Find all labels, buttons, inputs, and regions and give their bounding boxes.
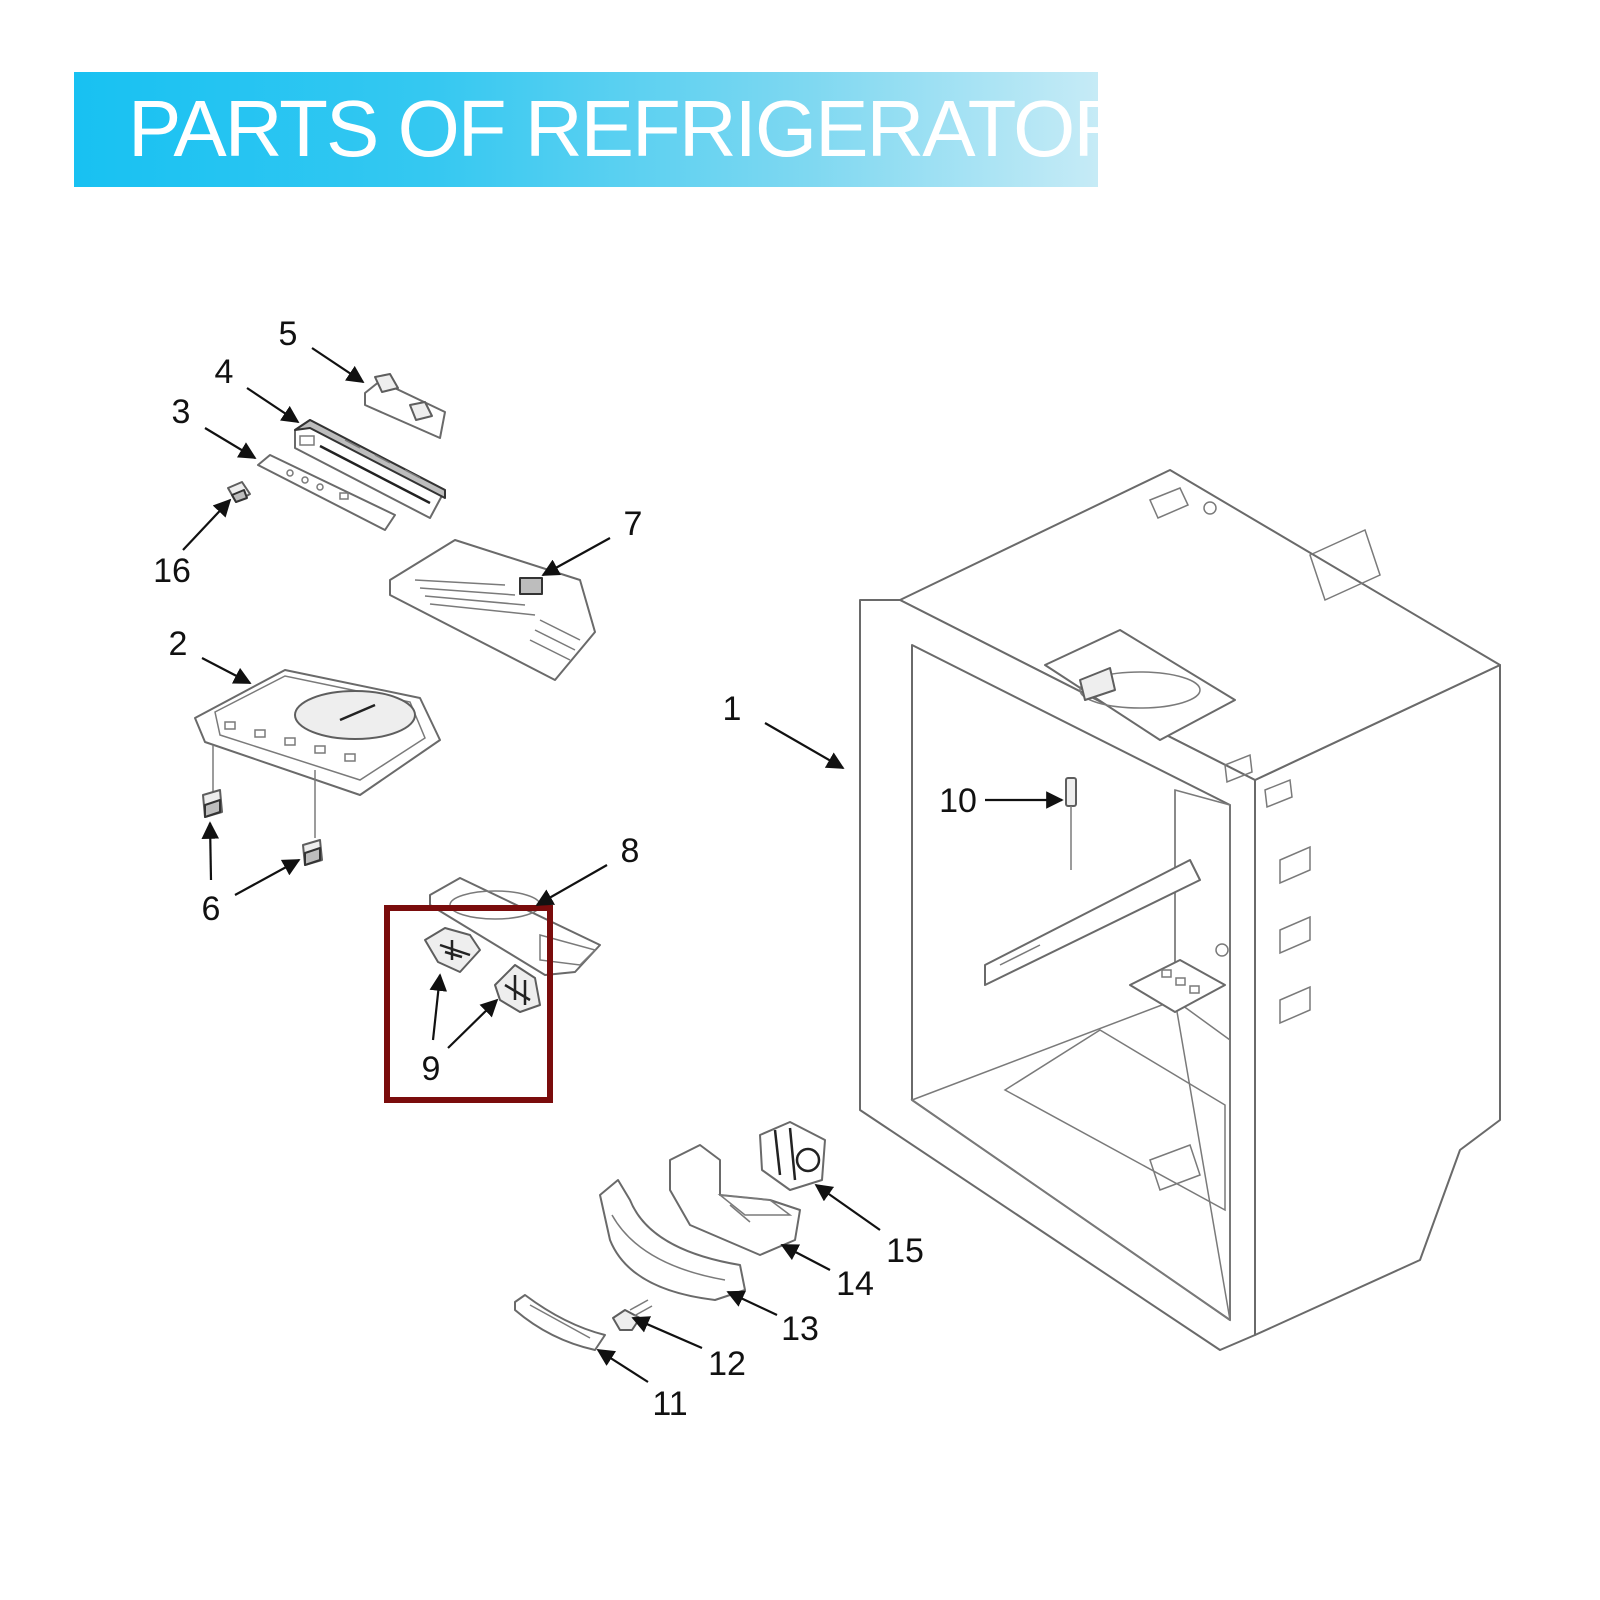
- leader-11: [596, 1349, 649, 1383]
- part-13-paddle-frame: [599, 1179, 746, 1301]
- leader-9a: [429, 973, 448, 1041]
- part-16-knob: [227, 481, 251, 503]
- leader-lines: [182, 347, 1064, 1383]
- callout-11: 11: [652, 1385, 687, 1423]
- leader-6a: [201, 821, 220, 881]
- part-12-screw: [612, 1299, 653, 1331]
- callout-8: 8: [621, 832, 640, 870]
- part-6-switches: [202, 789, 323, 866]
- leader-3: [204, 427, 257, 459]
- leader-8: [535, 864, 608, 906]
- part-2-control-housing: [194, 669, 441, 838]
- callout-14: 14: [836, 1265, 874, 1303]
- leader-2: [201, 657, 252, 684]
- page-title: PARTS OF REFRIGERATOR: [128, 84, 1131, 173]
- part-5-light-lens: [364, 373, 446, 439]
- leader-15: [814, 1183, 881, 1231]
- leader-14: [780, 1244, 831, 1271]
- callout-5: 5: [279, 315, 298, 353]
- highlight-box-part-9: [384, 905, 553, 1103]
- part-15-dispenser-motor: [759, 1121, 826, 1191]
- leader-5: [311, 347, 365, 383]
- leader-1: [764, 722, 845, 769]
- callout-10: 10: [939, 782, 977, 820]
- leader-6b: [234, 859, 301, 896]
- leader-7: [541, 537, 611, 576]
- callout-13: 13: [781, 1310, 819, 1348]
- callout-15: 15: [886, 1232, 924, 1270]
- part-9-light-sockets: [424, 927, 541, 1013]
- leader-13: [726, 1290, 778, 1316]
- part-1-liner: [859, 469, 1501, 1351]
- leader-9b: [447, 998, 499, 1049]
- callout-16: 16: [153, 552, 191, 590]
- callout-2: 2: [169, 625, 188, 663]
- part-14-chute-housing: [669, 1144, 801, 1256]
- part-4-control-panel: [294, 419, 446, 519]
- part-11-paddle-lens: [514, 1294, 606, 1351]
- title-banner: PARTS OF REFRIGERATOR: [74, 72, 1131, 187]
- callout-9: 9: [422, 1050, 441, 1088]
- callout-7: 7: [624, 505, 643, 543]
- leader-4: [246, 387, 300, 423]
- callout-3: 3: [172, 393, 191, 431]
- callout-12: 12: [708, 1345, 746, 1383]
- callout-numbers: 1 2 3 4 5 6 7 8 9 10 11 12 13 14 15 16: [153, 315, 977, 1423]
- part-7-air-diffuser: [389, 539, 596, 681]
- leader-16: [182, 498, 232, 551]
- part-10-thermistor: [1065, 777, 1077, 870]
- callout-1: 1: [723, 690, 742, 728]
- part-3-control-overlay: [257, 454, 396, 531]
- callout-4: 4: [215, 353, 234, 391]
- leader-12: [631, 1316, 703, 1350]
- callout-6: 6: [202, 890, 221, 928]
